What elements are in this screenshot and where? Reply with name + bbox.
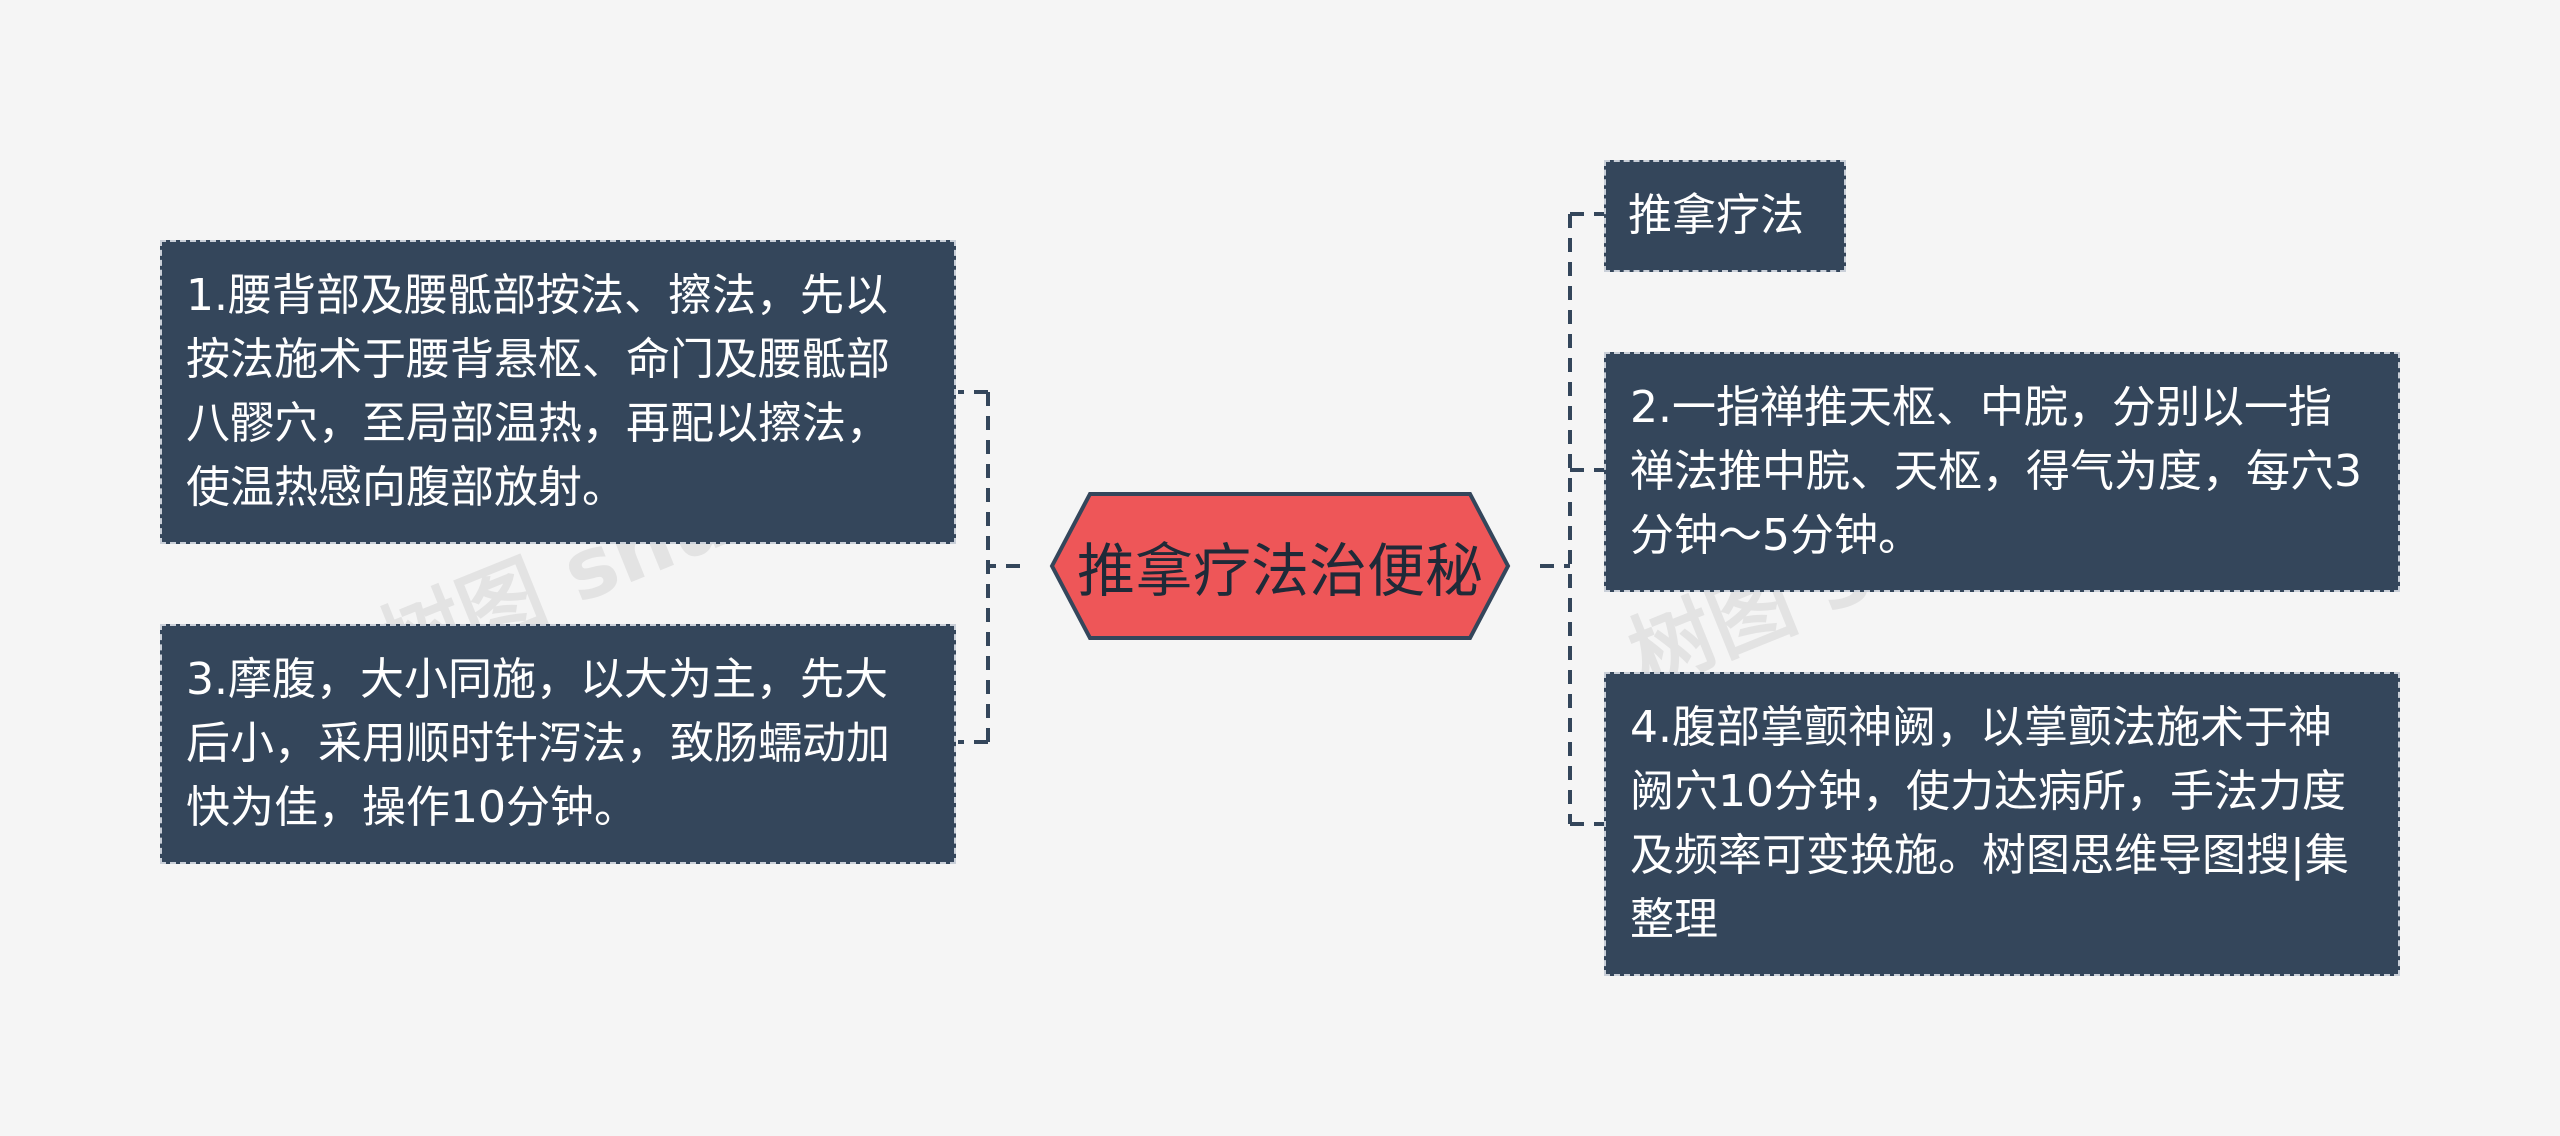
center-topic[interactable]: 推拿疗法治便秘 — [1020, 490, 1540, 642]
right-node-1[interactable]: 推拿疗法 — [1604, 160, 1846, 272]
right-node-2[interactable]: 2.一指禅推天枢、中脘，分别以一指禅法推中脘、天枢，得气为度，每穴3分钟～5分钟… — [1604, 352, 2400, 592]
right-node-2-text: 2.一指禅推天枢、中脘，分别以一指禅法推中脘、天枢，得气为度，每穴3分钟～5分钟… — [1630, 382, 2362, 561]
right-node-3-text: 4.腹部掌颤神阙，以掌颤法施术于神阙穴10分钟，使力达病所，手法力度及频率可变换… — [1630, 702, 2349, 945]
hexagon-shape — [1049, 492, 1511, 640]
left-node-2[interactable]: 3.摩腹，大小同施，以大为主，先大后小，采用顺时针泻法，致肠蠕动加快为佳，操作1… — [160, 624, 956, 864]
right-node-3[interactable]: 4.腹部掌颤神阙，以掌颤法施术于神阙穴10分钟，使力达病所，手法力度及频率可变换… — [1604, 672, 2400, 976]
left-node-2-text: 3.摩腹，大小同施，以大为主，先大后小，采用顺时针泻法，致肠蠕动加快为佳，操作1… — [186, 654, 890, 833]
left-node-1[interactable]: 1.腰背部及腰骶部按法、擦法，先以按法施术于腰背悬枢、命门及腰骶部八髎穴，至局部… — [160, 240, 956, 544]
center-topic-label: 推拿疗法治便秘 — [1076, 537, 1483, 605]
right-node-1-text: 推拿疗法 — [1628, 190, 1804, 241]
left-node-1-text: 1.腰背部及腰骶部按法、擦法，先以按法施术于腰背悬枢、命门及腰骶部八髎穴，至局部… — [186, 270, 890, 513]
